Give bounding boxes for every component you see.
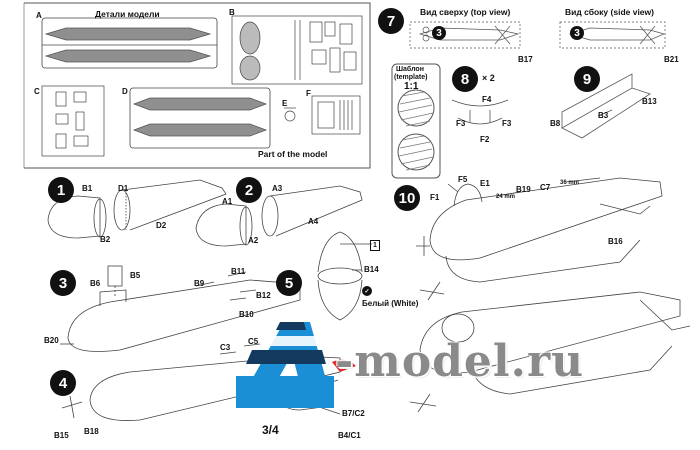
sprue-letter-a: A xyxy=(36,11,42,20)
label-d2: D2 xyxy=(156,221,167,230)
step5-paint-label: Белый (White) xyxy=(362,299,419,308)
label-f5: F5 xyxy=(458,175,468,184)
step2-drawing xyxy=(195,185,363,247)
label-b16: B16 xyxy=(608,237,623,246)
step7-callout-top: 3 xyxy=(432,26,446,40)
step8-multiplier: × 2 xyxy=(482,73,495,83)
label-c7: C7 xyxy=(540,183,551,192)
step-8-badge: 8 xyxy=(452,66,478,92)
label-a1: A1 xyxy=(222,197,233,206)
sprue-letter-f: F xyxy=(306,89,311,98)
label-b14: B14 xyxy=(364,265,379,274)
step5-drawing xyxy=(317,231,372,321)
parts-panel-caption: Part of the model xyxy=(258,149,328,159)
label-c5: C5 xyxy=(248,337,259,346)
label-b19: B19 xyxy=(516,185,531,194)
label-f3-left: F3 xyxy=(456,119,466,128)
label-b8: B8 xyxy=(550,119,561,128)
label-a3: A3 xyxy=(272,184,283,193)
label-b21: B21 xyxy=(664,55,679,64)
template-label-ru: Шаблон xyxy=(396,66,424,73)
sprue-b xyxy=(231,15,363,85)
step9-drawing xyxy=(561,73,651,139)
step3-drawing xyxy=(60,265,301,352)
step-1-badge: 1 xyxy=(48,177,74,203)
step7-callout-side: 3 xyxy=(570,26,584,40)
step8-drawing xyxy=(451,99,509,125)
sub34-caption: 3/4 xyxy=(262,423,279,437)
step-2-badge: 2 xyxy=(236,177,262,203)
template-panel xyxy=(391,63,441,179)
template-label-en: (template) xyxy=(394,74,428,81)
dimension-36mm: 36 mm xyxy=(560,180,580,186)
label-b1: B1 xyxy=(82,184,93,193)
watermark-text: -model.ru xyxy=(335,336,585,387)
label-b15: B15 xyxy=(54,431,69,440)
label-b10: B10 xyxy=(239,310,254,319)
label-b2: B2 xyxy=(100,235,111,244)
step7-top-view-drawing xyxy=(409,21,521,49)
label-a2: A2 xyxy=(248,236,259,245)
label-b6: B6 xyxy=(90,279,101,288)
label-e1: E1 xyxy=(480,179,490,188)
sprue-a xyxy=(41,17,218,69)
label-f4: F4 xyxy=(482,95,492,104)
step-10-badge: 10 xyxy=(394,185,420,211)
step10-drawing xyxy=(409,177,691,413)
label-d1: D1 xyxy=(118,184,129,193)
parts-panel-title: Детали модели xyxy=(95,9,160,19)
template-scale: 1:1 xyxy=(404,81,419,92)
label-b5: B5 xyxy=(130,271,141,280)
label-b4-c1: B4/C1 xyxy=(338,431,361,440)
label-b18: B18 xyxy=(84,427,99,436)
label-b20: B20 xyxy=(44,336,59,345)
label-a4: A4 xyxy=(308,217,319,226)
step-4-badge: 4 xyxy=(50,370,76,396)
sprue-letter-b: B xyxy=(229,8,235,17)
label-f1: F1 xyxy=(430,193,440,202)
sprue-letter-d: D xyxy=(122,87,128,96)
sprue-f xyxy=(311,95,361,135)
label-b13: B13 xyxy=(642,97,657,106)
sprue-c xyxy=(41,85,105,157)
label-b9: B9 xyxy=(194,279,205,288)
logo-a-icon xyxy=(236,322,356,408)
label-b11: B11 xyxy=(231,267,246,276)
step-3-badge: 3 xyxy=(50,270,76,296)
step7-side-view-drawing xyxy=(559,21,666,49)
label-f2: F2 xyxy=(480,135,490,144)
part-e xyxy=(284,107,296,122)
step7-side-view-title: Вид сбоку (side view) xyxy=(565,7,654,17)
step-7-badge: 7 xyxy=(378,8,404,34)
paint-marker-icon: ✓ xyxy=(362,286,372,296)
step5-box-label: 1 xyxy=(370,240,380,251)
step-5-badge: 5 xyxy=(276,270,302,296)
label-b12: B12 xyxy=(256,291,271,300)
sprue-d xyxy=(129,87,271,149)
step1-drawing xyxy=(47,179,227,239)
label-b7-c2: B7/C2 xyxy=(342,409,365,418)
sprue-letter-c: C xyxy=(34,87,40,96)
label-c3: C3 xyxy=(220,343,231,352)
sprue-letter-e: E xyxy=(282,99,288,108)
dimension-24mm: 24 mm xyxy=(496,194,516,200)
label-b17: B17 xyxy=(518,55,533,64)
step-9-badge: 9 xyxy=(574,66,600,92)
parts-panel-frame xyxy=(24,2,371,169)
label-f3-right: F3 xyxy=(502,119,512,128)
step7-top-view-title: Вид сверху (top view) xyxy=(420,7,511,17)
label-b3: B3 xyxy=(598,111,609,120)
